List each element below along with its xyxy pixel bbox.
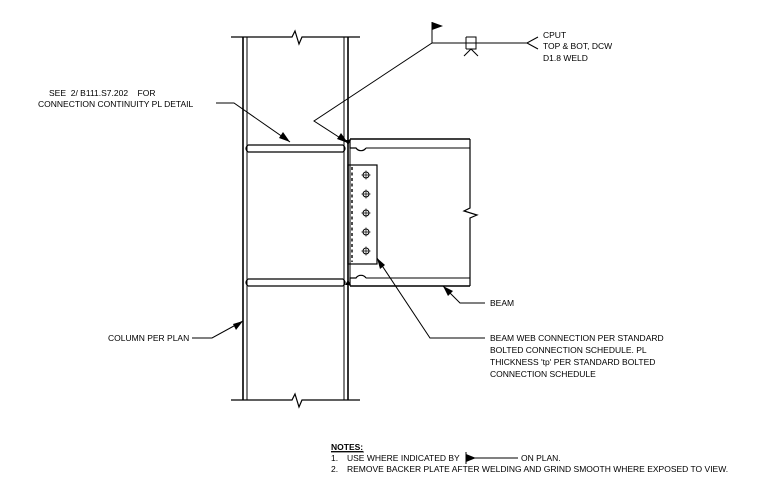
continuity-plate-top (245, 144, 346, 153)
web-connection-leader-arrowhead (377, 258, 385, 269)
column-top-break-line (231, 29, 360, 46)
weld-access-hole-top (349, 139, 367, 152)
notes-title: NOTES: (331, 442, 363, 452)
leaders (192, 102, 485, 339)
web-connection-callout-line4: CONNECTION SCHEDULE (490, 369, 596, 379)
bolt-centerline (361, 246, 371, 256)
continuity-plate-callout-line2: CONNECTION CONTINUITY PL DETAIL (38, 99, 193, 109)
weld-callout-line1: CPUT (543, 30, 566, 40)
weld-callout-line2: TOP & BOT, DCW (543, 41, 612, 51)
bolt-centerline (361, 189, 371, 199)
field-weld-flag-icon (432, 22, 443, 30)
beam-label: BEAM (490, 298, 514, 308)
note-2-number: 2. (331, 464, 338, 474)
column-leader-arrowhead (233, 321, 243, 330)
weld-access-hole-bottom (349, 274, 367, 286)
note-2-text: REMOVE BACKER PLATE AFTER WELDING AND GR… (347, 464, 728, 474)
continuity-plates (245, 144, 346, 287)
field-weld-flag-symbol (465, 452, 518, 464)
beam-break-line (462, 139, 479, 286)
note-1-number: 1. (331, 453, 338, 463)
beam-leader-arrowhead (443, 286, 453, 296)
weld-callout-line3: D1.8 WELD (543, 53, 588, 63)
bolt-centerline (361, 208, 371, 218)
callouts: SEE 2/ B111.S7.202 FOR CONNECTION CONTIN… (38, 30, 664, 379)
bolt-group (361, 170, 371, 256)
continuity-plate-leader (216, 102, 291, 143)
weld-leader-arrowhead (337, 133, 348, 143)
web-connection-leader (376, 257, 485, 339)
notes: NOTES: 1. USE WHERE INDICATED BY ON PLAN… (331, 442, 728, 474)
column-leader (192, 320, 244, 339)
column-label: COLUMN PER PLAN (108, 333, 189, 343)
weld-symbol (313, 22, 539, 144)
groove-weld-symbol (463, 36, 479, 57)
continuity-plate-bottom (245, 278, 346, 287)
bolt-centerline (361, 227, 371, 237)
column (231, 29, 360, 409)
bolt-centerline (361, 170, 371, 180)
note-1-text-before: USE WHERE INDICATED BY (347, 453, 460, 463)
web-connection-callout-line3: THICKNESS 'tp' PER STANDARD BOLTED (490, 357, 655, 367)
column-bottom-break-line (231, 392, 360, 409)
web-connection-callout-line2: BOLTED CONNECTION SCHEDULE. PL (490, 345, 647, 355)
backing-bar-bottom (345, 280, 351, 285)
continuity-plate-leader-arrowhead (279, 132, 290, 142)
shear-tab (347, 164, 378, 265)
web-connection-callout-line1: BEAM WEB CONNECTION PER STANDARD (490, 333, 664, 343)
note-1-text-after: ON PLAN. (521, 453, 561, 463)
shear-tab-plate (347, 164, 378, 265)
continuity-plate-callout-line1: SEE 2/ B111.S7.202 FOR (49, 88, 155, 98)
